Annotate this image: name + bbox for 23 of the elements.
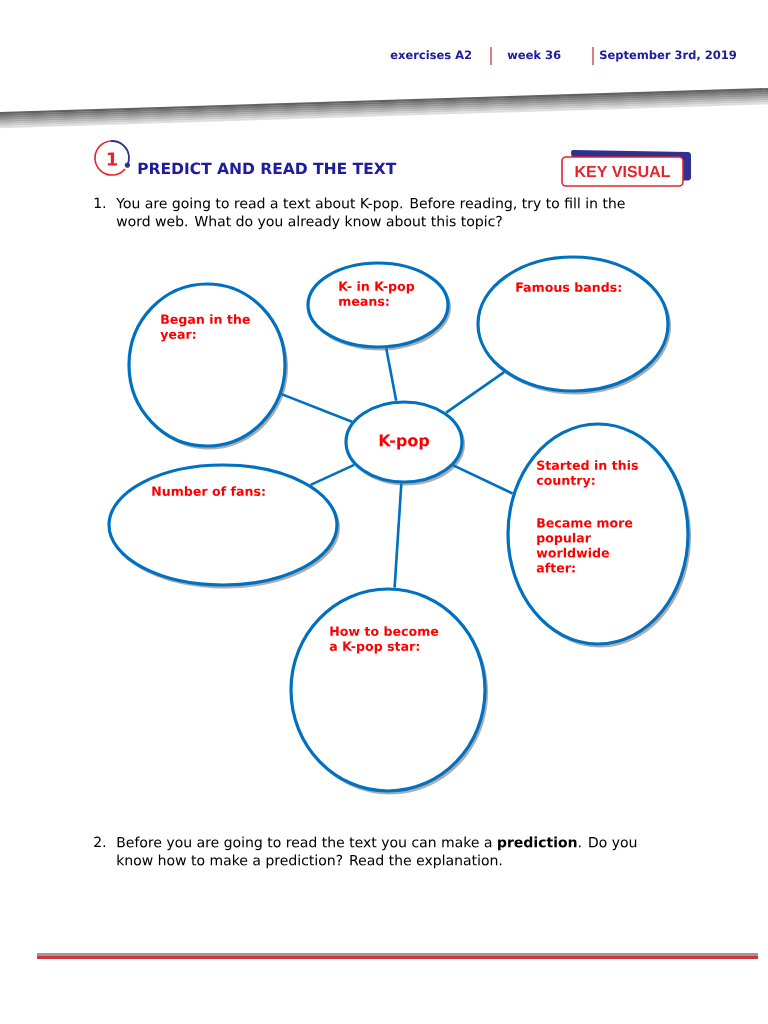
- topic-bubble: K-pop: [344, 400, 465, 486]
- answer-bubble: K- in K-pop means:: [306, 261, 451, 351]
- answer-bubble: How to become a K-pop star:: [289, 587, 488, 795]
- header-text: week 36: [507, 50, 561, 60]
- answer-bubble: Famous bands:: [476, 255, 671, 395]
- list-number: 2.: [94, 836, 106, 847]
- connector-line: [393, 483, 403, 588]
- header-text: September 3rd, 2019: [600, 50, 737, 62]
- answer-bubble: Number of fans:: [107, 463, 340, 589]
- section-tag: KEY VISUAL: [561, 150, 691, 187]
- answer-bubble: Began in the year:: [127, 282, 288, 450]
- instruction-text: You are going to read a text about K-pop. Before reading, try to fill in the word web. What do you already know about this topic?: [116, 197, 625, 230]
- list-number: 1.: [94, 197, 106, 208]
- connector-line: [281, 392, 353, 423]
- section-heading: PREDICT AND READ THE TEXT: [138, 162, 397, 175]
- connector-line: [384, 348, 398, 401]
- connector-line: [445, 371, 505, 414]
- instruction-text: Before you are going to read the text you can make a prediction. Do you know how to make a prediction? Read the explanation.: [117, 836, 637, 869]
- header-text: exercises A2: [390, 50, 472, 60]
- number-badge: 1: [94, 140, 130, 176]
- answer-bubble: Started in this country: Became more popular worldwide after:: [506, 422, 691, 648]
- connector-line: [310, 463, 355, 486]
- connector-line: [452, 464, 514, 495]
